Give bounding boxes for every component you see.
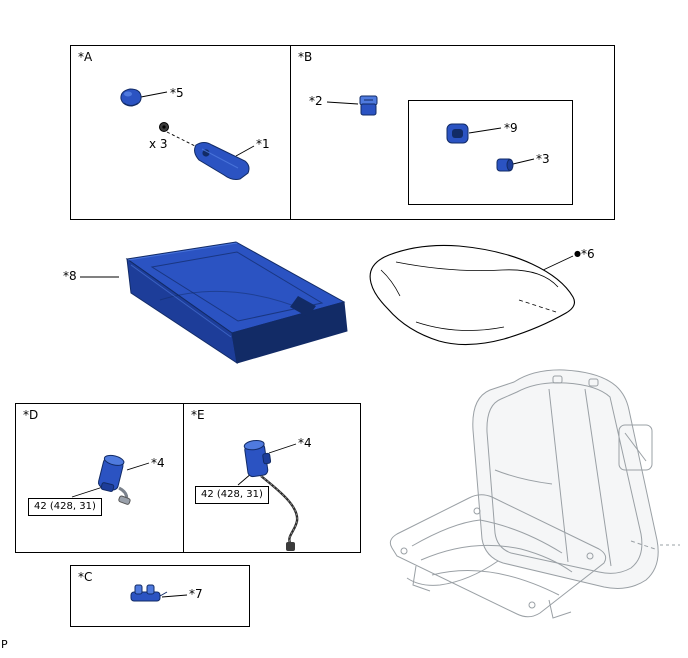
callout-2: *2 <box>309 94 323 108</box>
panel-e-label: *E <box>191 408 205 422</box>
panel-c-label: *C <box>78 570 93 584</box>
panel-c-box: *C <box>70 565 250 627</box>
ref-d-label: 42 (428, 31) <box>34 501 96 512</box>
screw-qty-label: x 3 <box>149 137 168 151</box>
callout-1: *1 <box>256 137 270 151</box>
panel-b-box: *B <box>290 45 615 220</box>
callout-3: *3 <box>536 152 550 166</box>
panel-d-box: *D <box>15 403 184 553</box>
callout-4-d: *4 <box>151 456 165 470</box>
footer-page-mark: P <box>1 638 8 651</box>
panel-a-box: *A <box>70 45 291 220</box>
callout-6-label: *6 <box>580 247 595 261</box>
ref-box-e: 42 (428, 31) <box>195 486 269 504</box>
seat-frame-art <box>389 369 680 619</box>
cushion-art <box>125 241 348 365</box>
callout-5: *5 <box>170 86 184 100</box>
panel-d-label: *D <box>23 408 39 422</box>
callout-8: *8 <box>63 269 77 283</box>
ref-e-label: 42 (428, 31) <box>201 489 263 500</box>
cover-art <box>369 244 575 346</box>
panel-b-label: *B <box>298 50 313 64</box>
ref-box-d: 42 (428, 31) <box>28 498 102 516</box>
callout-6: ●*6 <box>574 248 595 260</box>
panel-b-inner-box <box>408 100 573 205</box>
panel-e-box: *E <box>183 403 361 553</box>
panel-a-label: *A <box>78 50 93 64</box>
callout-7: *7 <box>189 587 203 601</box>
callout-9: *9 <box>504 121 518 135</box>
non-reusable-bullet-icon: ● <box>574 249 581 258</box>
callout-4-e: *4 <box>298 436 312 450</box>
